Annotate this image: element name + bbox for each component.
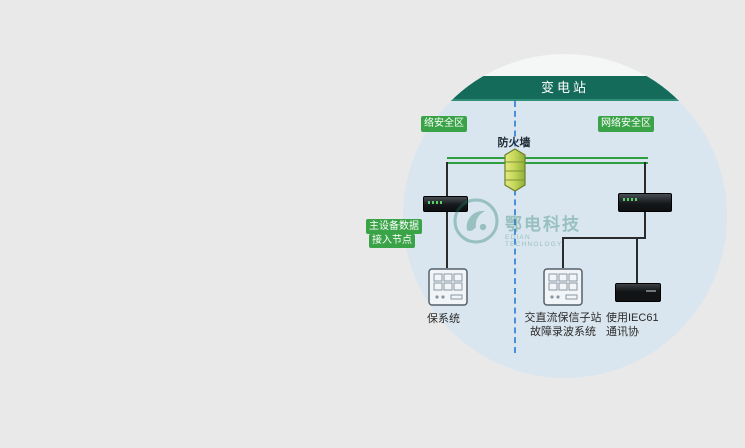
caption-middle-line1: 交直流保信子站: [524, 312, 602, 324]
substation-diagram-circle: 变电站 防火墙: [403, 54, 727, 378]
security-boundary-dashed-line: [514, 101, 516, 353]
caption-right-protocol: 使用IEC61 通讯协: [606, 311, 659, 339]
node-badge-access-node: 接入节点: [369, 234, 415, 248]
conn-line-left-switch-down: [446, 212, 448, 268]
caption-middle-line2: 故障录波系统: [530, 326, 596, 338]
conn-line-lower-bus: [562, 237, 646, 239]
network-bus-line-bottom: [447, 162, 648, 164]
watermark: 鄂电科技 EDIAN TECHNOLOGY: [451, 192, 581, 262]
conn-line-server-drop: [636, 237, 638, 283]
node-badge-main-equipment-data: 主设备数据: [366, 219, 422, 234]
conn-line-right-switch-down: [644, 212, 646, 239]
caption-left-protection-system: 保系统: [427, 313, 460, 325]
conn-line-right-switch-up: [644, 162, 646, 193]
zone-label-left: 络安全区: [421, 116, 467, 132]
conn-line-middle-device-drop: [562, 237, 564, 268]
protection-device-middle-icon: [543, 268, 583, 311]
conn-line-left-switch-up: [446, 162, 448, 196]
circle-top-strip: [403, 54, 727, 76]
substation-title-bar: 变电站: [403, 76, 727, 101]
caption-right-line2: 通讯协: [606, 326, 639, 338]
zone-label-right: 网络安全区: [598, 116, 654, 132]
watermark-cn-text: 鄂电科技: [505, 215, 581, 234]
caption-middle-substation: 交直流保信子站 故障录波系统: [521, 311, 605, 339]
caption-right-line1: 使用IEC61: [606, 312, 659, 324]
protection-device-left-icon: [428, 268, 468, 311]
network-switch-right-icon: [618, 193, 672, 212]
firewall-label: 防火墙: [497, 137, 531, 149]
firewall-icon: [504, 148, 526, 197]
protocol-server-icon: [615, 283, 661, 302]
network-bus-line-top: [447, 157, 648, 159]
network-switch-left-icon: [423, 196, 468, 212]
watermark-en-text: EDIAN TECHNOLOGY: [505, 234, 563, 248]
watermark-logo-icon: [451, 194, 501, 253]
